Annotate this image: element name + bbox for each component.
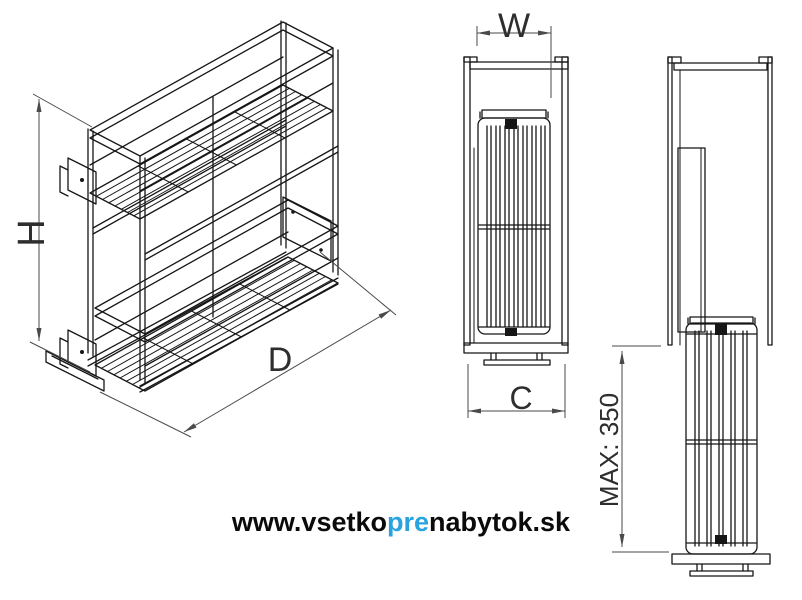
- mounting-bracket-upper: [59, 157, 97, 205]
- dimension-label-w: W: [498, 7, 530, 45]
- front-foot-plate: [483, 359, 551, 366]
- side-basket-clip-top: [715, 324, 727, 335]
- front-view: W C: [463, 7, 569, 418]
- c-arrow-left: [468, 408, 481, 414]
- side-basket-top-caps: [687, 317, 756, 325]
- front-left-wall: [463, 56, 471, 346]
- h-arrow-top: [36, 99, 42, 112]
- side-left-wall: [667, 56, 673, 346]
- foot-plate-iso: [45, 350, 105, 392]
- front-basket-top-caps: [479, 111, 549, 119]
- side-basket-mid-rail: [686, 439, 757, 445]
- front-right-wall: [561, 56, 569, 346]
- dimension-w: W: [476, 7, 552, 98]
- max-extension-lines: [612, 345, 669, 553]
- dimension-max: MAX: 350: [594, 345, 669, 553]
- side-mount-panel: [677, 147, 706, 333]
- side-view: MAX: 350: [594, 56, 773, 577]
- side-basket-bars: [694, 330, 748, 547]
- bracket-bolt: [80, 178, 84, 182]
- dimension-label-h: H: [11, 219, 53, 246]
- panel-bolt: [291, 210, 295, 214]
- max-arrow-top: [619, 351, 625, 364]
- d-arrow-left: [184, 423, 197, 432]
- watermark-text-highlight: pre: [386, 507, 430, 537]
- dimension-h: H: [11, 93, 93, 373]
- website-watermark: www.vsetkoprenabytok.sk: [0, 507, 802, 538]
- d-extension-lines: [99, 251, 397, 438]
- watermark-text-part2: nabytok.sk: [429, 507, 571, 537]
- front-top-rail: [469, 61, 569, 70]
- max-arrow-bottom: [619, 534, 625, 547]
- w-arrow-left: [477, 30, 490, 36]
- upper-slide-rails: [92, 119, 339, 261]
- d-arrow-right: [378, 310, 391, 319]
- side-right-wall: [767, 56, 773, 346]
- h-extension-lines: [29, 93, 93, 373]
- w-arrow-right: [538, 30, 551, 36]
- dimension-label-d: D: [268, 341, 293, 379]
- side-foot-stems: [696, 563, 749, 572]
- side-basket-clip-bottom: [715, 535, 727, 544]
- d-dimension-line: [183, 309, 392, 433]
- upper-basket-rim: [89, 21, 334, 192]
- dimension-label-c: C: [509, 380, 532, 416]
- lower-basket-floor-rim: [94, 256, 339, 392]
- c-extension-lines: [467, 364, 566, 418]
- panel-bolt: [319, 248, 323, 252]
- front-foot-stems: [490, 352, 543, 361]
- watermark-text-part1: www.vsetko: [231, 507, 387, 537]
- side-top-rail: [673, 62, 768, 71]
- dimension-label-max: MAX: 350: [594, 393, 624, 507]
- base-rails: [87, 251, 339, 393]
- bracket-bolt: [80, 350, 84, 354]
- dimension-c: C: [467, 364, 566, 418]
- side-base-plate: [671, 553, 771, 565]
- lower-basket-cross-wires: [142, 283, 291, 365]
- side-foot-plate: [689, 570, 754, 577]
- isometric-view: H D: [11, 20, 397, 438]
- front-basket-clip-bottom: [505, 328, 517, 336]
- frame-posts: [87, 20, 339, 384]
- dimension-d: D: [99, 251, 397, 438]
- front-basket-clip-top: [505, 119, 517, 129]
- front-basket-mid-rail: [478, 224, 550, 230]
- front-basket-bars: [486, 125, 546, 328]
- lower-basket-rim: [94, 199, 339, 367]
- side-right-tab: [758, 56, 773, 64]
- w-extension-lines: [476, 26, 552, 98]
- c-arrow-right: [552, 408, 565, 414]
- h-arrow-bottom: [36, 328, 42, 341]
- side-left-tab: [667, 56, 682, 64]
- front-basket-top-plate: [481, 109, 547, 119]
- front-base-plate: [463, 342, 569, 354]
- upper-basket-cross-wires: [137, 111, 286, 193]
